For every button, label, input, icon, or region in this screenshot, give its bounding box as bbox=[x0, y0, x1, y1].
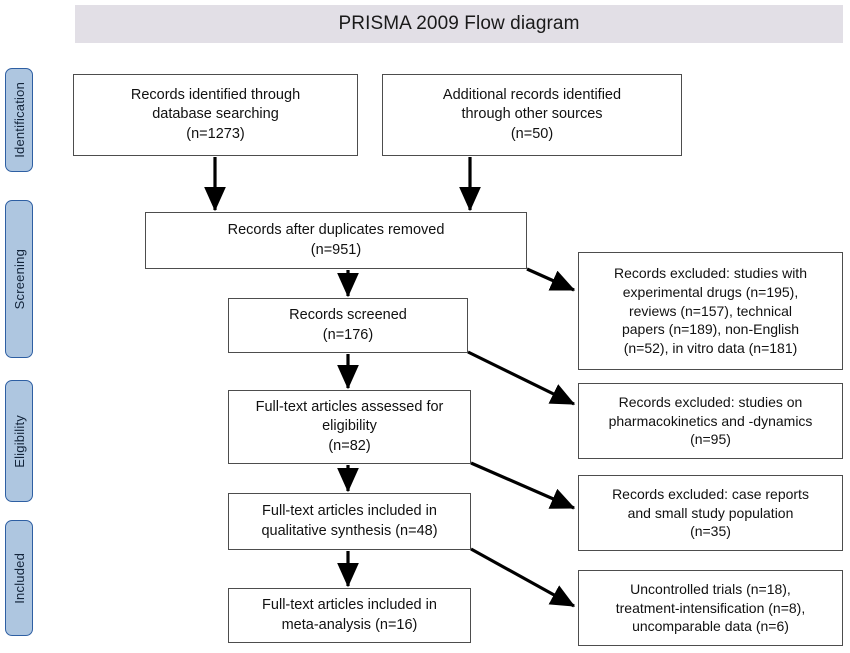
box-text-line: (n=52), in vitro data (n=181) bbox=[623, 339, 798, 356]
box-text: Records screened (n=176) bbox=[289, 306, 407, 345]
box-full-text-assessed-eligibility: Full-text articles assessed for eligibili… bbox=[228, 390, 471, 464]
box-text-line: Records excluded: case reports bbox=[612, 486, 809, 503]
box-text-line: (n=951) bbox=[310, 241, 362, 258]
phase-tab-eligibility: Eligibility bbox=[5, 380, 33, 502]
box-text-line: Additional records identified bbox=[442, 87, 622, 104]
box-text: Records after duplicates removed (n=951) bbox=[228, 221, 445, 260]
box-text-line: through other sources bbox=[461, 106, 603, 123]
arrow-screened-to-excluded-2 bbox=[467, 350, 576, 406]
box-full-text-included-meta-analysis: Full-text articles included in meta-analy… bbox=[228, 588, 471, 643]
box-text-line: Records screened bbox=[289, 307, 407, 324]
box-records-identified-database: Records identified through database searc… bbox=[73, 74, 358, 156]
box-text-line: Records identified through bbox=[130, 87, 301, 104]
box-text-line: (n=82) bbox=[328, 437, 371, 454]
arrow-fulltext-to-excluded-3 bbox=[470, 461, 576, 510]
phase-tab-identification: Identification bbox=[5, 68, 33, 172]
box-text-line: reviews (n=157), technical bbox=[628, 302, 793, 319]
phase-tab-label: Screening bbox=[11, 248, 27, 310]
phase-tab-label: Eligibility bbox=[11, 414, 27, 468]
phase-tab-screening: Screening bbox=[5, 200, 33, 358]
box-text: Additional records identified through oth… bbox=[443, 86, 621, 144]
box-text-line: (n=50) bbox=[510, 125, 554, 142]
box-full-text-included-qualitative: Full-text articles included in qualitativ… bbox=[228, 493, 471, 550]
arrow-qual-to-excluded-4 bbox=[470, 547, 576, 608]
box-text-line: (n=95) bbox=[690, 431, 731, 448]
diagram-title-bar: PRISMA 2009 Flow diagram bbox=[75, 5, 843, 43]
box-text-line: meta-analysis (n=16) bbox=[281, 616, 418, 633]
box-text-line: eligibility bbox=[322, 418, 377, 435]
page-title: PRISMA 2009 Flow diagram bbox=[338, 13, 580, 34]
box-uncontrolled-trials-excluded: Uncontrolled trials (n=18),treatment-int… bbox=[578, 570, 843, 646]
box-text-line: Uncontrolled trials (n=18), bbox=[630, 581, 791, 598]
box-text: Full-text articles included in meta-analy… bbox=[262, 596, 437, 635]
box-text: Full-text articles assessed for eligibili… bbox=[256, 398, 444, 456]
box-text: Uncontrolled trials (n=18),treatment-int… bbox=[616, 580, 805, 636]
box-text-line: Full-text articles included in bbox=[262, 503, 437, 520]
box-text-line: treatment-intensification (n=8), bbox=[615, 599, 806, 616]
box-text: Full-text articles included in qualitativ… bbox=[261, 502, 437, 541]
box-records-screened: Records screened (n=176) bbox=[228, 298, 468, 353]
box-text-line: database searching bbox=[152, 106, 279, 123]
box-text-line: Full-text articles assessed for bbox=[255, 399, 444, 416]
phase-tab-label: Identification bbox=[11, 82, 27, 158]
box-text: Records excluded: studies with experiment… bbox=[614, 264, 807, 357]
phase-tab-label: Included bbox=[11, 552, 27, 604]
box-text-line: experimental drugs (n=195), bbox=[622, 284, 799, 301]
box-text-line: Records excluded: studies on bbox=[618, 394, 803, 411]
box-text-line: Records after duplicates removed bbox=[227, 222, 445, 239]
box-text-line: papers (n=189), non-English bbox=[621, 321, 800, 338]
box-text-line: (n=1273) bbox=[186, 125, 245, 142]
box-text: Records identified through database searc… bbox=[131, 86, 300, 144]
box-text-line: (n=35) bbox=[690, 523, 731, 540]
box-additional-records-other-sources: Additional records identified through oth… bbox=[382, 74, 682, 156]
phase-tab-included: Included bbox=[5, 520, 33, 636]
box-text-line: and small study population bbox=[627, 504, 794, 521]
box-text-line: qualitative synthesis (n=48) bbox=[261, 522, 438, 539]
box-records-excluded-screening: Records excluded: studies with experiment… bbox=[578, 252, 843, 370]
box-records-after-duplicates-removed: Records after duplicates removed (n=951) bbox=[145, 212, 527, 269]
box-text-line: Full-text articles included in bbox=[262, 597, 437, 614]
box-text-line: uncomparable data (n=6) bbox=[632, 618, 789, 635]
box-text-line: Records excluded: studies with bbox=[614, 265, 807, 282]
box-text-line: pharmacokinetics and -dynamics bbox=[608, 412, 813, 429]
box-text-line: (n=176) bbox=[322, 326, 374, 343]
arrow-dedup-to-excluded-1 bbox=[526, 267, 576, 292]
